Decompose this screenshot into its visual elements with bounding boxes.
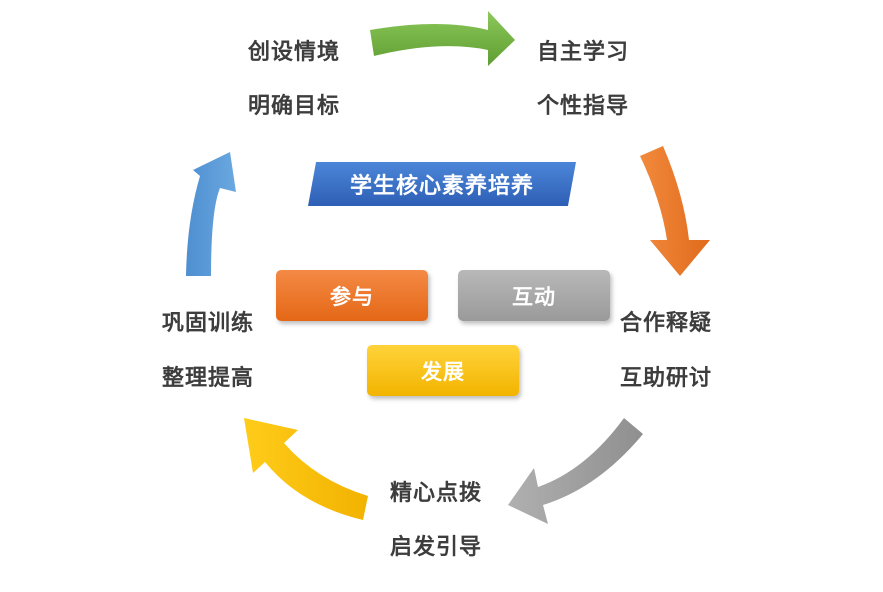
blue-arrow <box>186 152 236 276</box>
keyword-box-participate: 参与 <box>276 270 428 321</box>
keyword-box-interact: 互动 <box>458 270 610 321</box>
stage-top-right-line2: 个性指导 <box>537 94 630 119</box>
stage-top-right-line1: 自主学习 <box>537 40 630 65</box>
gray-arrow <box>508 418 643 524</box>
stage-right-line1: 合作释疑 <box>620 311 713 336</box>
orange-arrow <box>640 146 710 276</box>
keyword-box-develop: 发展 <box>367 345 519 396</box>
stage-top-left-line1: 创设情境 <box>248 40 341 65</box>
center-title-banner: 学生核心素养培养 <box>308 162 576 206</box>
stage-bottom-line2: 启发引导 <box>390 535 483 560</box>
yellow-arrow <box>244 418 368 520</box>
stage-left-line2: 整理提高 <box>162 366 255 391</box>
stage-top-left-line2: 明确目标 <box>248 94 341 119</box>
stage-right-line2: 互助研讨 <box>620 366 713 391</box>
stage-bottom-line1: 精心点拨 <box>390 481 483 506</box>
green-arrow <box>370 11 515 66</box>
stage-left-line1: 巩固训练 <box>162 311 255 336</box>
